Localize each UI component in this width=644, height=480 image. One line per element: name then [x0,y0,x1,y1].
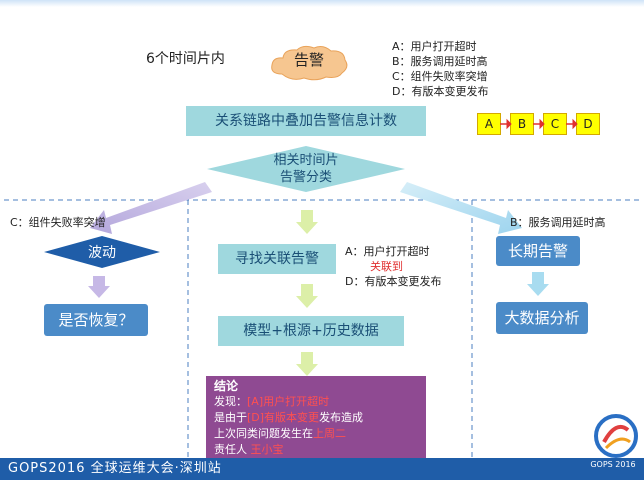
middle-down-arrow-3 [296,352,318,376]
note-a: A：用户打开超时 [345,245,430,258]
legend-item-b: B：服务调用延时高 [392,55,488,68]
time-window-label: 6个时间片内 [146,51,225,67]
classify-diamond [207,146,405,192]
footer-bar: GOPS2016 全球运维大会·深圳站 [0,458,644,480]
legend-item-d: D：有版本变更发布 [392,85,489,98]
conclusion-line-1: 发现：[A]用户打开超时 [214,394,426,410]
find-related-box: 寻找关联告警 [218,244,336,274]
classify-line-2: 告警分类 [279,170,332,185]
top-gradient-bar [0,0,644,7]
dashed-dividers [4,199,640,458]
legend-item-c: C：组件失败率突增 [392,70,488,83]
left-branch-label: C：组件失败率突增 [10,216,106,229]
big-data-box: 大数据分析 [496,302,588,334]
conclusion-box: 结论 发现：[A]用户打开超时 是由于[D]有版本变更发布造成 上次同类问题发生… [206,376,426,460]
line3-tag: 上周二 [313,427,346,440]
line2-tag: [D]有版本变更 [247,411,320,424]
long-term-box: 长期告警 [496,236,580,266]
line1-prefix: 发现： [214,395,247,408]
line3-prefix: 上次同类问题发生在 [214,427,313,440]
model-box: 模型+根源+历史数据 [218,316,404,346]
conclusion-line-3: 上次同类问题发生在上周二 [214,426,426,442]
gops-logo-icon [594,414,638,458]
recovered-box: 是否恢复？ [44,304,148,336]
conclusion-title: 结论 [214,379,239,393]
note-related: 关联到 [370,260,403,273]
middle-down-arrow-2 [296,284,318,308]
legend-item-a: A：用户打开超时 [392,40,477,53]
branch-arrows [90,182,522,234]
overlay-count-box: 关系链路中叠加告警信息计数 [186,106,426,136]
note-d: D：有版本变更发布 [345,275,442,288]
conclusion-line-4: 责任人 王小宝 [214,442,426,458]
line4-tag: 王小宝 [250,443,284,456]
classify-label: 相关时间片 告警分类 [207,152,405,186]
right-down-arrow [527,272,549,296]
line4-prefix: 责任人 [214,443,251,456]
classify-line-1: 相关时间片 [273,153,339,168]
line2-prefix: 是由于 [214,411,247,424]
gops-logo-text: GOPS 2016 [590,460,636,469]
alarm-cloud-icon [271,45,348,81]
line1-tag: [A]用户打开超时 [247,395,330,408]
chain-arrows [500,118,578,130]
chain-node-a: A [477,113,501,135]
left-down-arrow [88,276,110,298]
alarm-cloud-label: 告警 [293,51,324,69]
line2-suffix: 发布造成 [319,411,364,424]
fluctuation-label: 波动 [88,245,116,261]
middle-down-arrow-1 [296,210,318,234]
fluctuation-diamond [44,236,160,268]
conclusion-line-2: 是由于[D]有版本变更发布造成 [214,410,426,426]
right-branch-label: B：服务调用延时高 [510,216,606,229]
